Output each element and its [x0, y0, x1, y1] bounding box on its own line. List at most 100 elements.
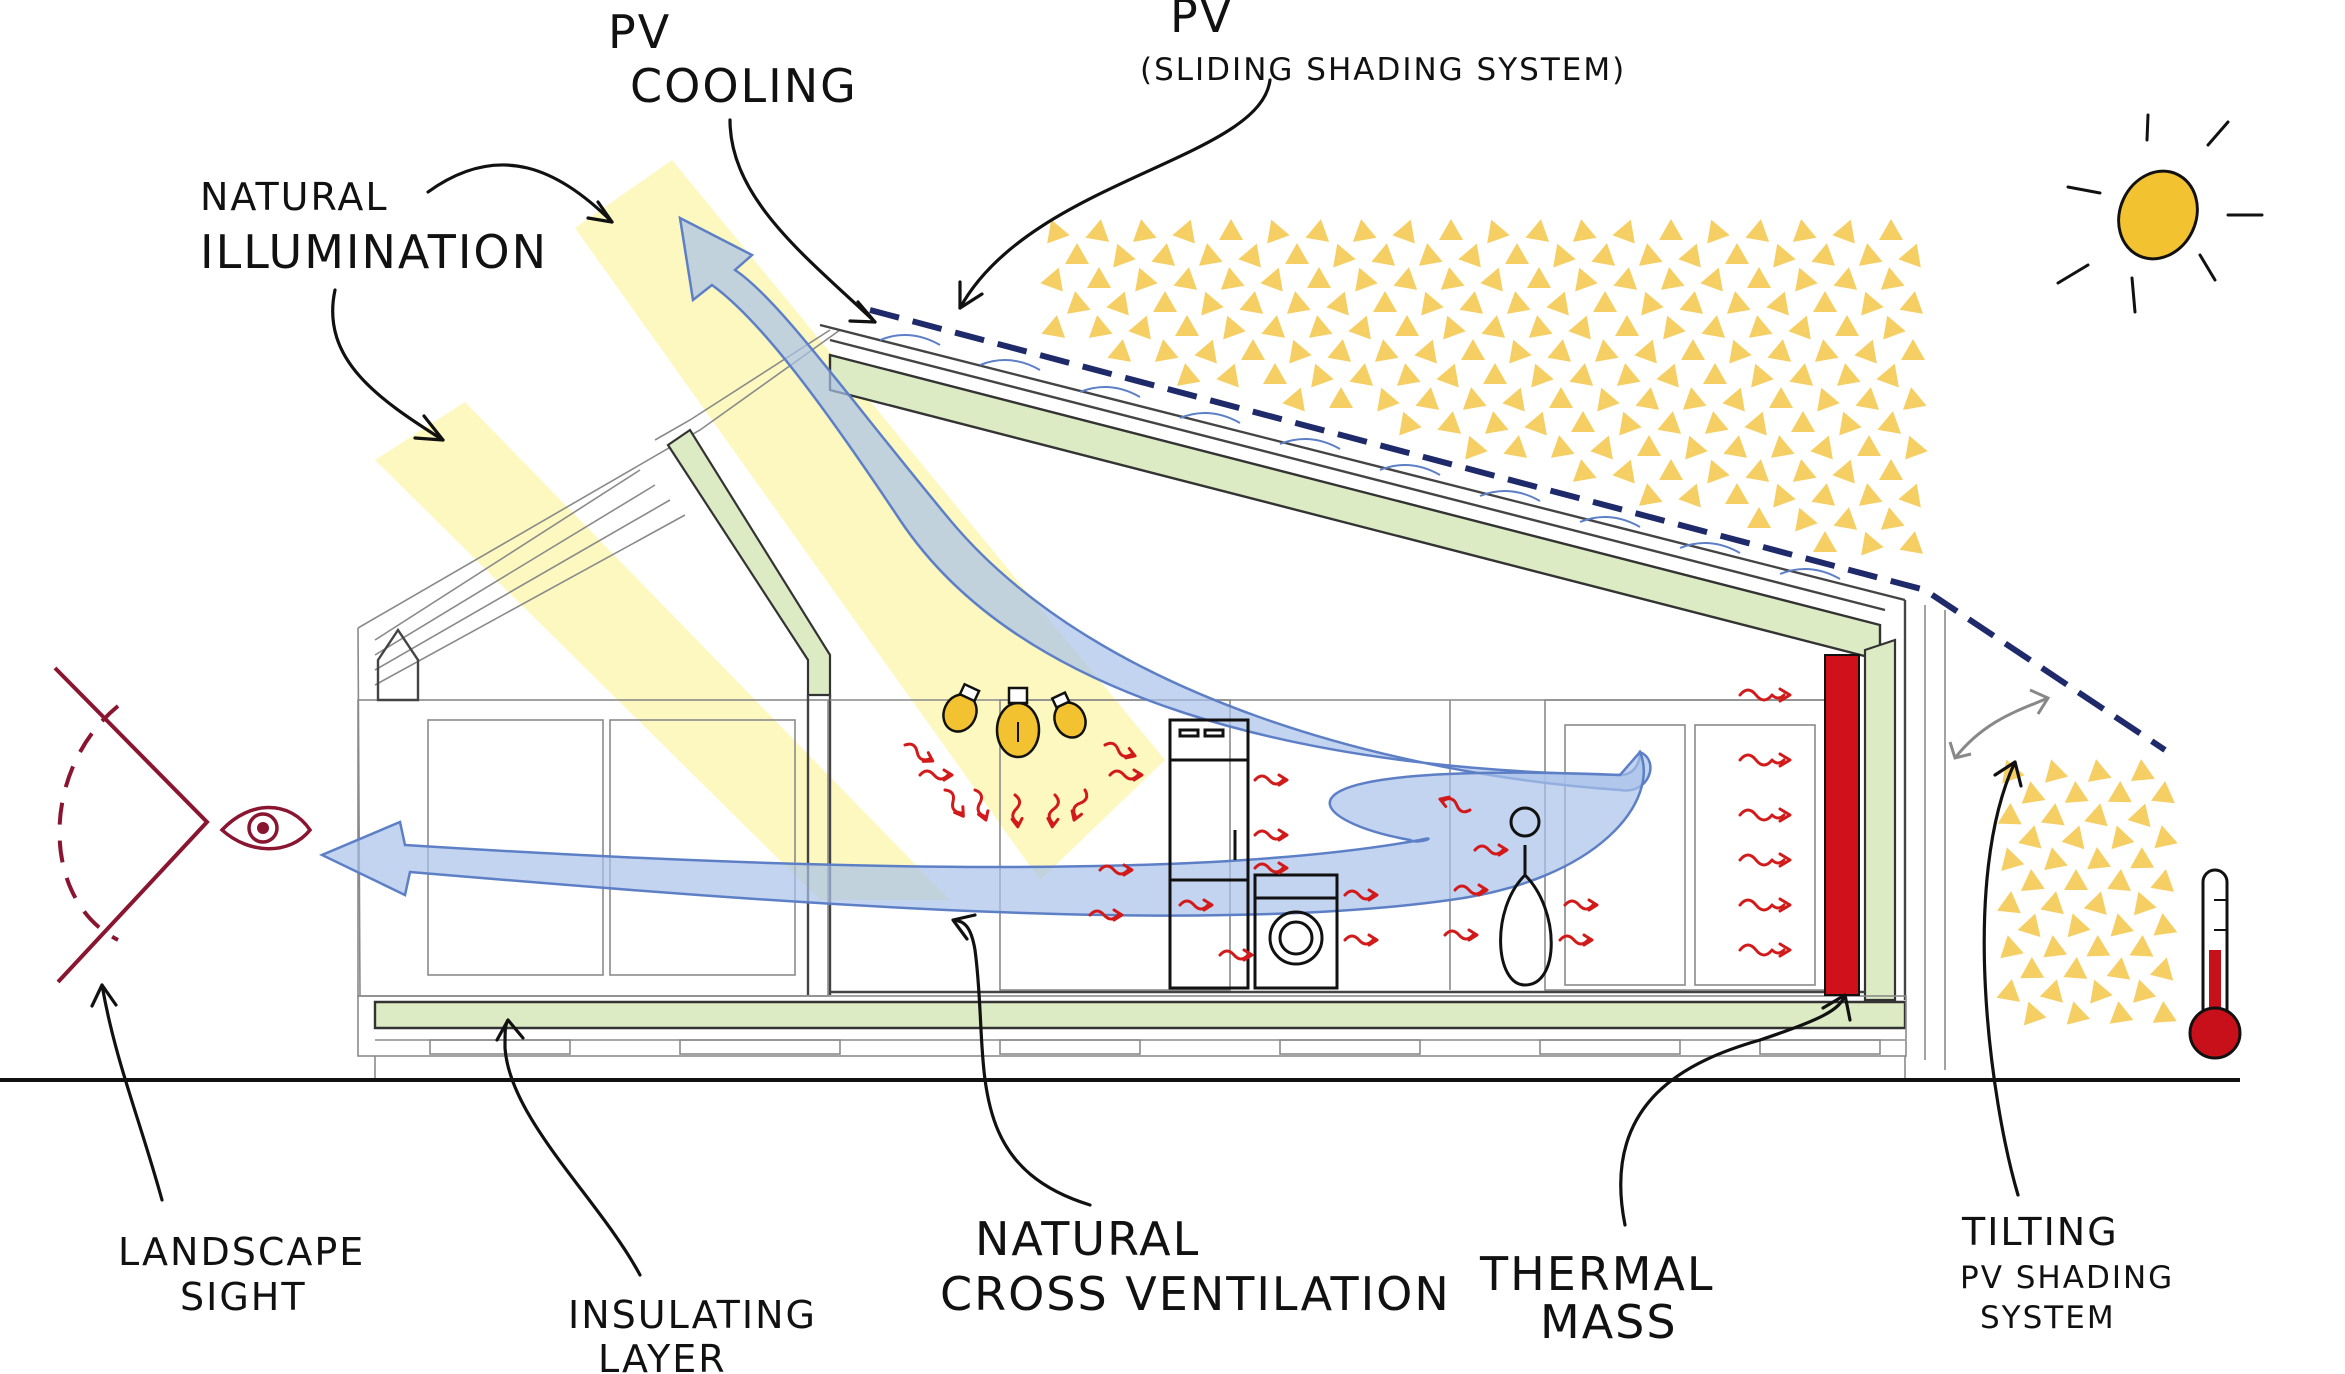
solar-triangle	[2063, 957, 2088, 979]
solar-triangle	[1590, 435, 1613, 460]
solar-triangle	[1373, 291, 1397, 312]
solar-triangle	[1795, 267, 1818, 292]
solar-triangle	[1459, 291, 1484, 314]
solar-triangle	[1591, 243, 1616, 266]
solar-triangle	[2109, 1001, 2134, 1024]
solar-triangle	[1725, 243, 1749, 264]
solar-triangle	[1352, 219, 1377, 242]
fridge-icon	[1168, 718, 1250, 990]
solar-triangle	[1047, 219, 1070, 244]
solar-triangle	[1216, 363, 1239, 388]
solar-triangle	[1223, 315, 1246, 340]
solar-triangle	[2152, 1001, 2177, 1023]
solar-triangle	[1461, 339, 1485, 360]
solar-triangle	[1439, 219, 1463, 240]
solar-triangle	[1289, 339, 1312, 364]
solar-triangle	[1371, 243, 1396, 266]
solar-triangle	[1679, 291, 1704, 314]
solar-triangle	[1637, 435, 1661, 456]
solar-triangle	[2133, 891, 2157, 916]
solar-triangle	[1769, 387, 1793, 408]
solar-triangle	[1833, 507, 1858, 530]
solar-triangle	[1198, 243, 1223, 266]
solar-triangle	[1085, 219, 1110, 242]
solar-triangle	[1282, 387, 1305, 412]
solar-triangle	[1088, 315, 1113, 338]
solar-triangle	[1399, 411, 1422, 436]
solar-triangle	[1106, 291, 1129, 316]
solar-triangle	[2018, 825, 2042, 849]
solar-triangle	[1261, 315, 1286, 338]
solar-triangle	[1902, 387, 1927, 410]
solar-triangle	[1877, 411, 1902, 434]
solar-triangle	[1836, 363, 1861, 386]
solar-triangle	[2021, 781, 2046, 804]
label-pv-shading-line1: PV	[1170, 0, 1233, 43]
solar-triangle	[1883, 315, 1906, 340]
solar-triangle	[2044, 759, 2069, 783]
solar-triangle	[2064, 781, 2089, 803]
solar-triangle	[1238, 243, 1261, 268]
solar-triangle	[1663, 315, 1686, 340]
solar-triangle	[2000, 935, 2024, 959]
solar-triangle	[1880, 267, 1905, 290]
solar-triangle	[1349, 363, 1374, 386]
solar-triangle	[1260, 267, 1283, 292]
solar-triangle	[1745, 459, 1770, 482]
solar-triangle	[1194, 339, 1217, 364]
solar-triangle	[1175, 315, 1199, 336]
solar-triangle	[1550, 435, 1575, 458]
solar-triangle	[2020, 957, 2045, 979]
solar-triangle	[1568, 315, 1591, 340]
solar-triangle	[1348, 315, 1371, 340]
solar-triangle	[2127, 803, 2151, 828]
solar-triangle	[1832, 459, 1855, 484]
solar-triangle	[1795, 507, 1818, 532]
label-tilting-line2: PV SHADING	[1960, 1260, 2174, 1296]
solar-triangle	[1525, 219, 1550, 242]
solar-triangle	[1546, 291, 1569, 316]
solar-triangle	[1615, 315, 1639, 336]
solar-triangle	[1747, 507, 1771, 528]
solar-triangle	[2106, 957, 2131, 980]
solar-triangle	[1553, 243, 1576, 268]
solar-triangle	[1594, 339, 1619, 362]
solar-triangle	[1659, 459, 1683, 480]
solar-triangle	[1722, 387, 1745, 412]
solar-triangle	[1113, 243, 1136, 268]
solar-triangle	[1575, 267, 1598, 292]
solar-triangle	[1901, 339, 1925, 360]
light-beam-upper	[575, 160, 1165, 880]
solar-triangle	[1839, 411, 1862, 436]
solar-triangle	[1813, 291, 1837, 312]
solar-triangle	[1305, 219, 1330, 242]
landscape-sight-symbol	[53, 666, 313, 984]
solar-triangle	[1814, 339, 1839, 362]
solar-triangle	[1810, 435, 1833, 460]
solar-triangle	[1480, 267, 1503, 292]
solar-triangle	[2043, 935, 2068, 958]
solar-triangle	[2017, 913, 2041, 938]
solar-triangle	[1326, 291, 1349, 316]
solar-triangle	[1220, 267, 1245, 290]
solar-triangle	[2084, 803, 2108, 827]
solar-triangle	[1744, 411, 1767, 436]
solar-triangle	[1767, 339, 1792, 362]
solar-triangle	[1437, 411, 1462, 434]
solar-triangle	[2132, 979, 2157, 1003]
solar-triangle	[1509, 339, 1532, 364]
solar-triangle	[1176, 363, 1201, 386]
pv-sliding-panel	[869, 307, 2167, 753]
solar-triangle	[1128, 315, 1151, 340]
solar-triangle	[1506, 291, 1531, 314]
solar-triangle	[1879, 459, 1903, 480]
solar-triangle	[1418, 243, 1443, 266]
solar-triangle	[1327, 339, 1352, 362]
solar-triangle	[1861, 531, 1884, 556]
label-illumination-line1: NATURAL	[200, 175, 389, 219]
solar-triangle	[2111, 825, 2135, 850]
label-insulating-line1: INSULATING	[568, 1293, 817, 1337]
wall-insulation-right	[1863, 638, 1897, 1002]
solar-triangle	[1355, 267, 1378, 292]
solar-triangle	[1484, 411, 1509, 434]
